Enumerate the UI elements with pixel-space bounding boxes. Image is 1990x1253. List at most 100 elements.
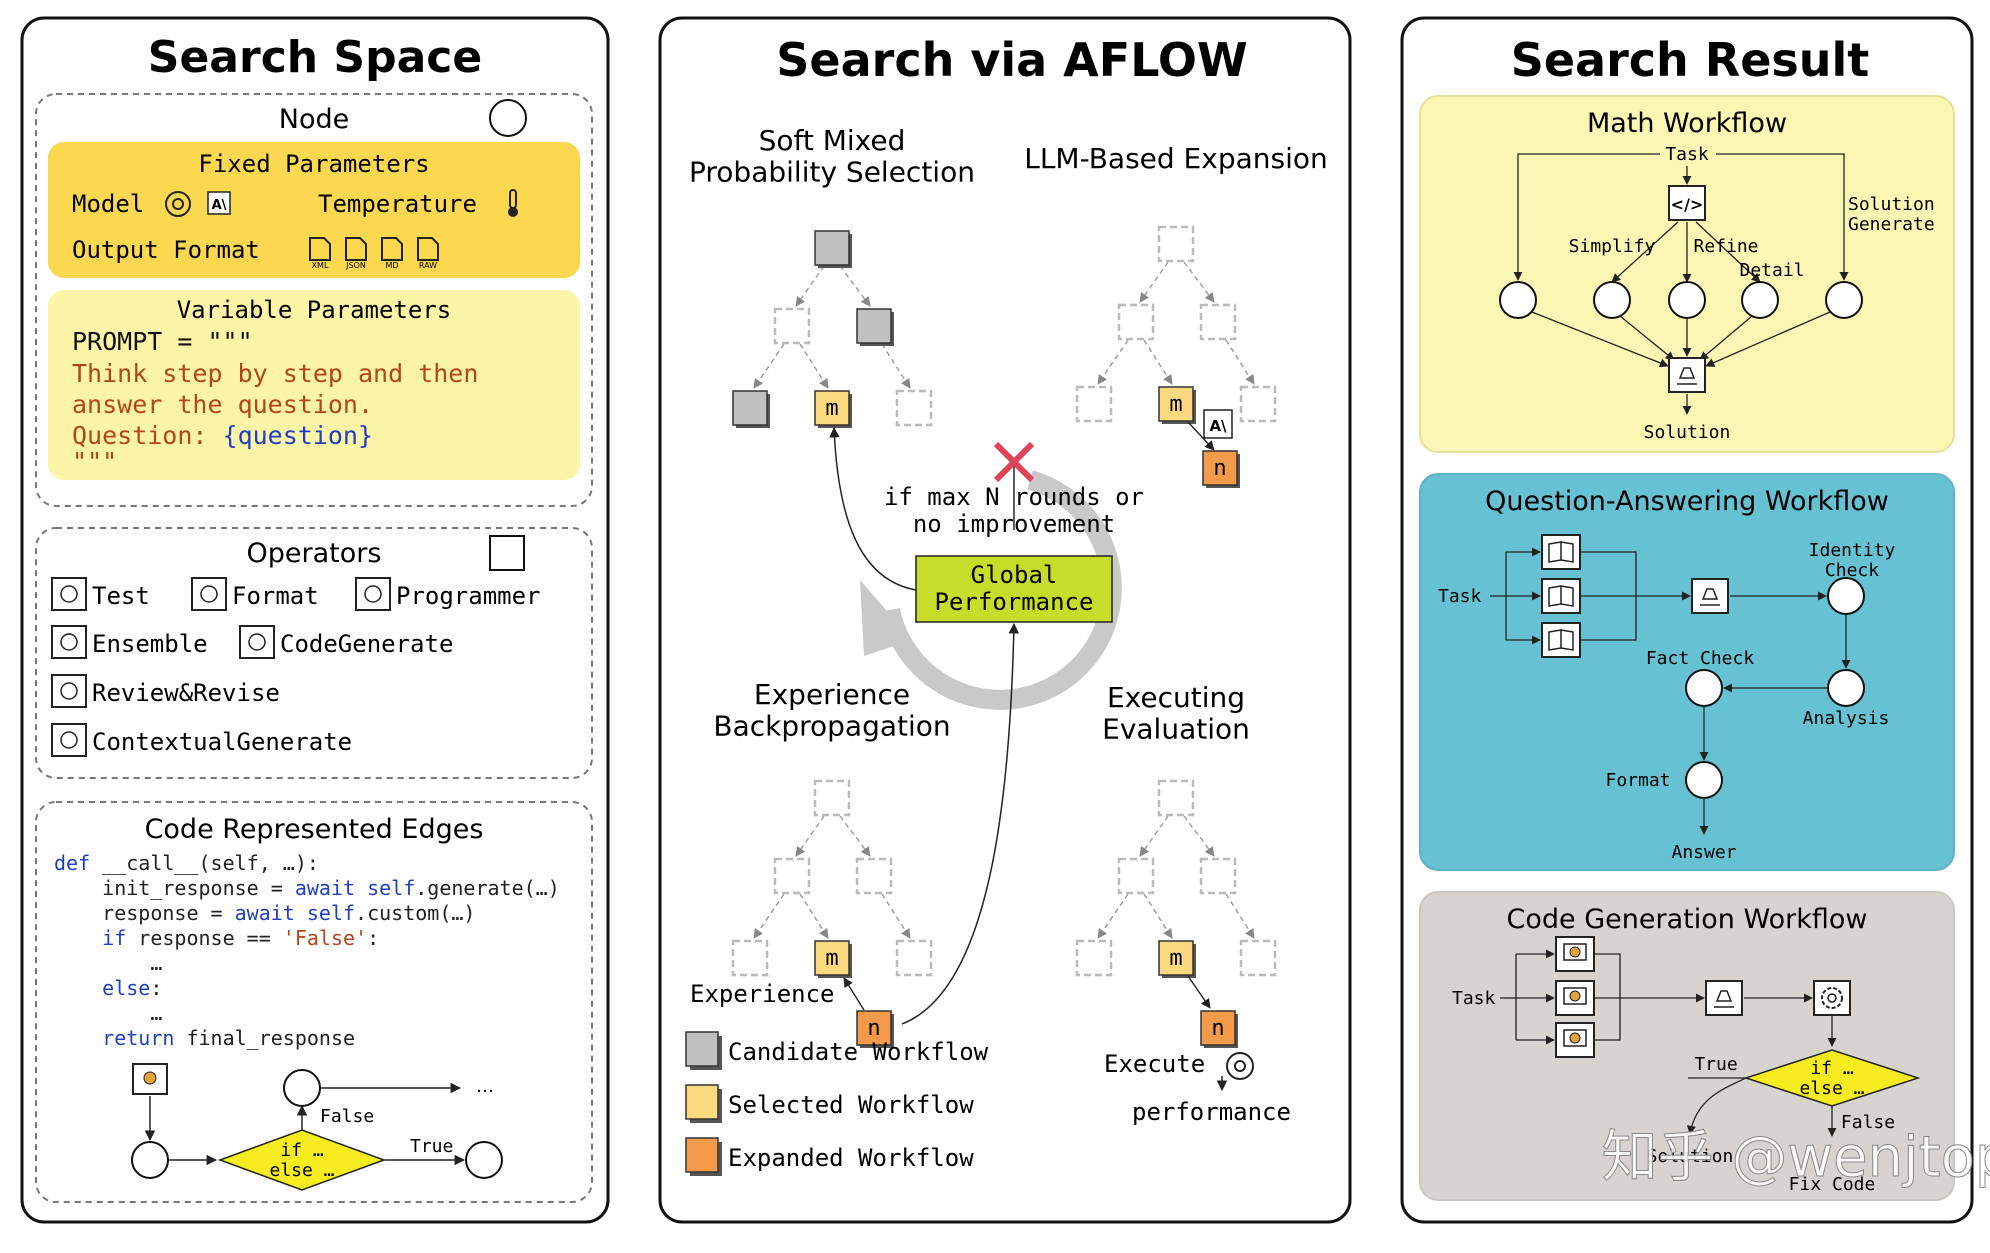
prompt-question-var: {question}: [223, 421, 374, 450]
workflow-edge: [795, 815, 825, 857]
variable-parameters-title: Variable Parameters: [177, 296, 452, 324]
code-generate-icons: [1555, 936, 1595, 1058]
math-programmer-icon: [1668, 185, 1706, 221]
search-result-title: Search Result: [1511, 33, 1870, 87]
legend-item: Selected Workflow: [685, 1084, 974, 1123]
math-detail-label: Detail: [1739, 260, 1804, 281]
watermark: 知乎 @wenjtop: [1602, 1125, 1990, 1190]
qa-ensemble-icon: [1691, 578, 1729, 614]
code-workflow-title: Code Generation Workflow: [1507, 904, 1868, 935]
code-line: if response == 'False':: [54, 926, 379, 950]
model-label: Model: [72, 190, 144, 218]
legend-item: Candidate Workflow: [685, 1031, 989, 1070]
contextualgenerate-icon: [51, 723, 87, 757]
workflow-node: [1117, 303, 1155, 341]
ellipsis-label: …: [476, 1076, 494, 1097]
workflow-node: n: [856, 1010, 894, 1048]
workflow-node: [773, 307, 811, 345]
code-token: await self: [295, 876, 415, 900]
test-icon: [51, 577, 87, 611]
math-workflow-title: Math Workflow: [1587, 108, 1787, 139]
workflow-node: [732, 390, 770, 428]
search-space-title: Search Space: [148, 32, 482, 83]
book-icon: [1541, 534, 1581, 570]
programmer-icon: [355, 577, 391, 611]
workflow-node: [1117, 857, 1155, 895]
qa-fact-check-label: Fact Check: [1646, 648, 1755, 669]
code-test-gear-icon: [1813, 980, 1851, 1016]
code-token: :: [367, 926, 379, 950]
code-ensemble-icon: [1705, 980, 1743, 1016]
operator-programmer: Programmer: [355, 577, 541, 611]
code-line: def __call__(self, …):: [54, 851, 319, 875]
workflow-node: [1157, 779, 1195, 817]
legend-label: Expanded Workflow: [728, 1144, 974, 1172]
math-task-label: Task: [1665, 144, 1709, 165]
code-token: final_response: [186, 1026, 355, 1050]
prompt-line-1: PROMPT = """: [72, 327, 253, 356]
math-simplify-label: Simplify: [1569, 236, 1656, 257]
workflow-edge: [1139, 261, 1169, 303]
code-false-label: False: [1841, 1112, 1895, 1133]
code-token: …: [54, 951, 162, 975]
operators-title: Operators: [247, 538, 382, 569]
legend-swatch: [685, 1031, 719, 1067]
code-token: if: [54, 926, 138, 950]
book-icon: [1541, 622, 1581, 658]
code-token: .custom(…): [355, 901, 475, 925]
review-revise-icon: [51, 674, 87, 708]
code-edges-title: Code Represented Edges: [145, 814, 484, 845]
qa-answer-label: Answer: [1671, 842, 1736, 863]
experience-label: Experience: [690, 980, 835, 1008]
code-line: init_response = await self.generate(…): [54, 876, 560, 900]
code-token: response ==: [138, 926, 283, 950]
execute-label: Execute: [1104, 1050, 1205, 1078]
code-token: __call__(self, …):: [102, 851, 319, 875]
code-line: …: [54, 1001, 162, 1025]
operator-label: CodeGenerate: [280, 630, 453, 658]
selection-arrow: [829, 426, 917, 591]
node-title: Node: [279, 104, 349, 135]
execute-openai-icon: [1226, 1052, 1254, 1080]
workflow-node: n: [1200, 1010, 1238, 1048]
format-raw-icon: RAW: [417, 237, 439, 270]
code-token: response =: [54, 901, 235, 925]
workflow-node: m: [814, 390, 852, 428]
fixed-parameters-box: [48, 142, 580, 278]
book-icon: [1541, 578, 1581, 614]
prompt-question-label: Question:: [72, 421, 223, 450]
llm-expansion-label: LLM-Based Expansion: [1024, 142, 1328, 175]
code-edge-diagram: if …else … False … True: [131, 1063, 503, 1191]
code-true-label: True: [1694, 1054, 1737, 1075]
workflow-node: [813, 779, 851, 817]
workflow-edge: [843, 977, 865, 1011]
codegenerate-icon: [1555, 936, 1595, 972]
code-block: def __call__(self, …): init_response = a…: [54, 851, 560, 1050]
codegenerate-icon: [1555, 1022, 1595, 1058]
workflow-node: [1199, 857, 1237, 895]
workflow-node-label: n: [1213, 456, 1226, 481]
operator-label: Ensemble: [92, 630, 208, 658]
prompt-line-3: answer the question.: [72, 390, 373, 419]
operator-label: Format: [232, 582, 319, 610]
code-edges-box: [35, 801, 593, 1203]
code-workflow-graph: Task if …else … True False Solution Fix …: [1452, 936, 1921, 1195]
operator-format: Format: [191, 577, 319, 611]
legend-label: Candidate Workflow: [728, 1038, 989, 1066]
code-token: def: [54, 851, 102, 875]
output-format-label: Output Format: [72, 236, 260, 264]
workflow-edge: [1139, 815, 1169, 857]
math-workflow-graph: Task </> Simplify Refine Detail Solution…: [1499, 144, 1935, 443]
code-line: else:: [54, 976, 162, 1000]
code-node-true: [465, 1141, 503, 1179]
workflow-node: [731, 939, 769, 977]
code-fix-code-label: Fix Code: [1789, 1174, 1876, 1195]
prompt-line-4: Question: {question}: [72, 421, 373, 450]
codegenerate-icon: [1555, 980, 1595, 1016]
anthropic-logo-icon: A\: [1203, 409, 1233, 439]
fixed-parameters-title: Fixed Parameters: [198, 150, 429, 178]
